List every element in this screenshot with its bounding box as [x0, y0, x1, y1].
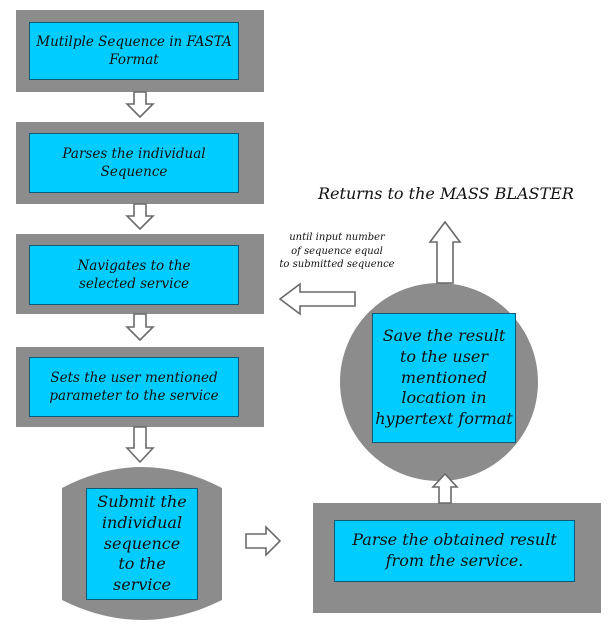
down-arrow-2	[125, 203, 155, 231]
up-arrow-save	[431, 472, 459, 504]
parse-result-node: Parse the obtained result from the servi…	[334, 520, 575, 582]
params-node: Sets the user mentioned parameter to the…	[29, 357, 239, 417]
navigate-node: Navigates to the selected service	[29, 245, 239, 305]
left-arrow-loop	[278, 282, 356, 316]
up-arrow-return	[428, 220, 462, 284]
down-arrow-3	[125, 313, 155, 342]
parse-node: Parses the individual Sequence	[29, 133, 239, 193]
save-node: Save the result to the user mentioned lo…	[372, 313, 516, 443]
input-node: Mutilple Sequence in FASTA Format	[29, 22, 239, 80]
return-label: Returns to the MASS BLASTER	[318, 184, 574, 203]
down-arrow-4	[125, 426, 155, 464]
submit-node: Submit the individual sequence to the se…	[86, 488, 198, 600]
down-arrow-1	[125, 91, 155, 119]
right-arrow	[245, 525, 282, 557]
loop-note: until input number of sequence equal to …	[279, 232, 395, 270]
